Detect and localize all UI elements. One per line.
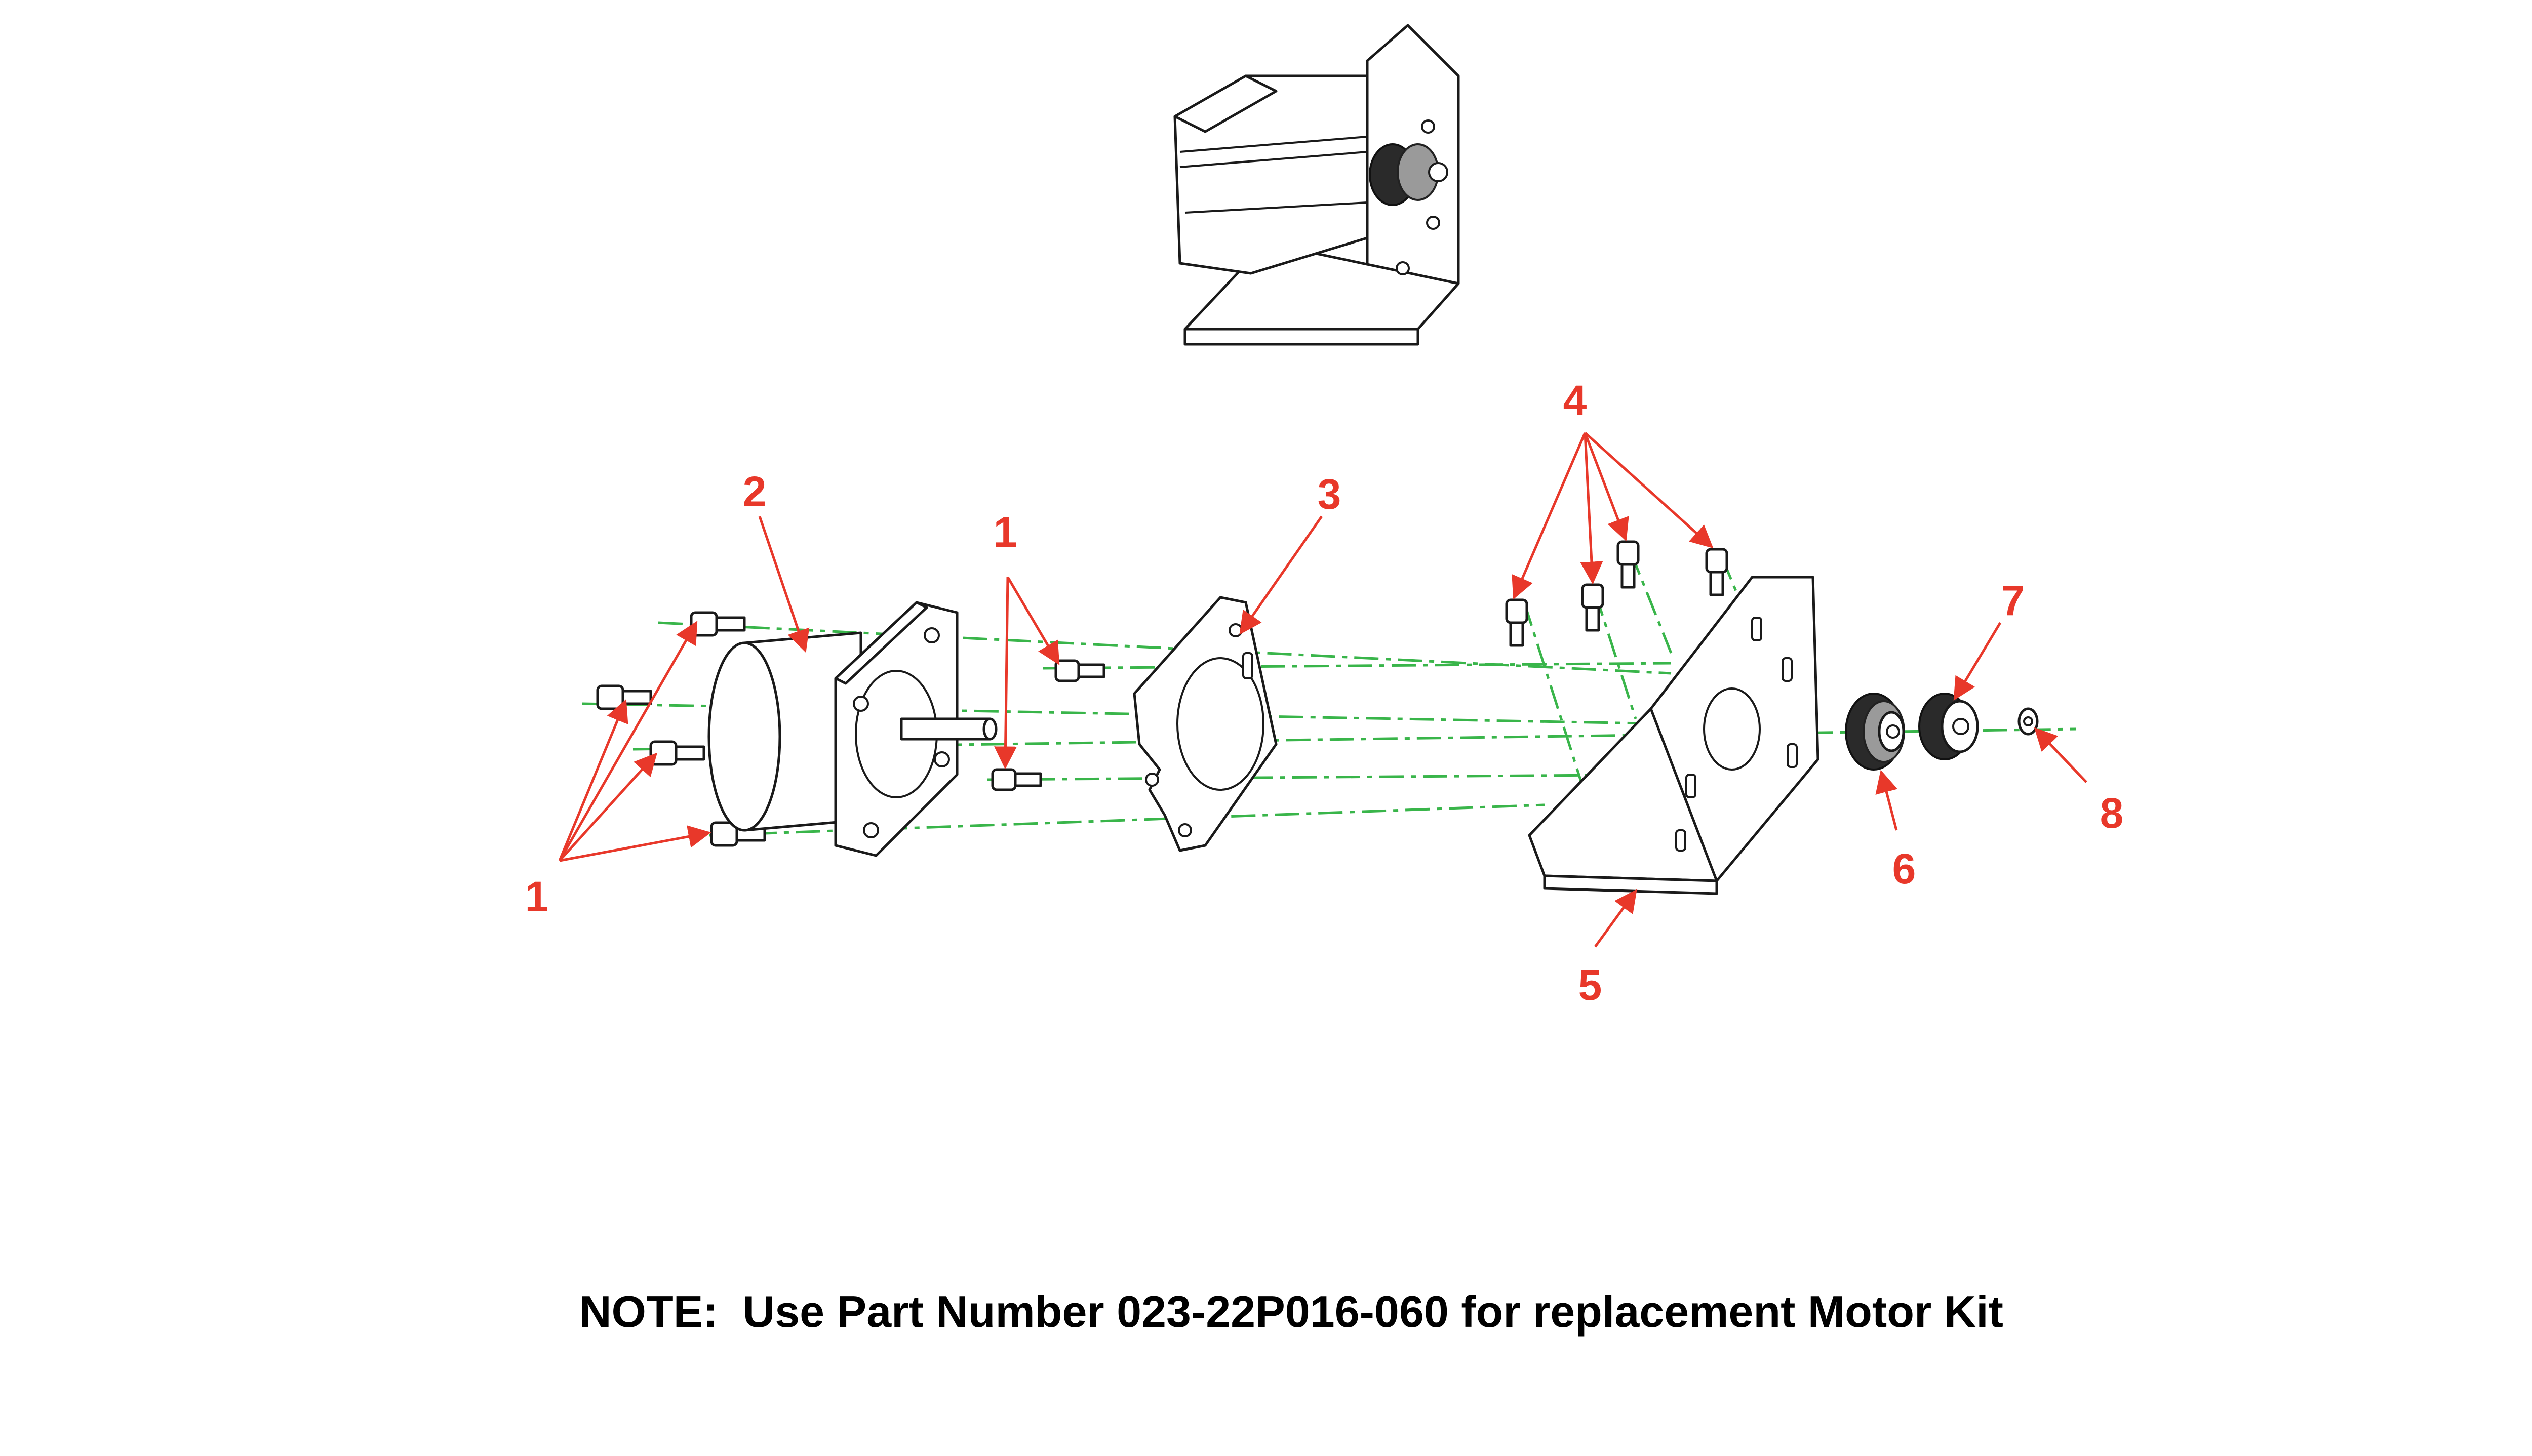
mounting-plate [1133,596,1278,852]
callout-1-middle: 1 [994,508,1017,556]
replacement-kit-note: NOTE: Use Part Number 023-22P016-060 for… [579,1286,2003,1337]
stepper-motor [707,601,998,857]
callout-2: 2 [743,468,767,515]
angle-bracket [1528,576,1819,895]
screws-left-group [596,611,766,847]
screw-icon [1581,583,1604,632]
callout-labels: 1 1 2 3 4 5 6 7 8 [525,377,2124,1009]
pulley-collar [1918,693,1979,760]
screw-icon [1616,540,1640,589]
screw-icon [690,611,746,637]
callout-6: 6 [1892,845,1916,893]
callout-1-left: 1 [525,873,549,920]
screws-middle-group [991,659,1105,791]
screw-icon [1705,548,1728,596]
bracket-screws [1505,540,1728,647]
assembled-motor-view [1173,24,1460,346]
callout-3: 3 [1318,470,1341,518]
callout-5: 5 [1578,961,1602,1009]
callout-8: 8 [2100,789,2124,837]
callout-7: 7 [2001,577,2025,624]
screw-icon [1505,598,1528,647]
screw-icon [991,768,1042,791]
callout-leader-lines [558,432,2087,948]
timing-pulley [1845,693,1905,771]
screw-icon [649,740,705,766]
washer [2017,707,2039,736]
screw-icon [1054,659,1105,682]
callout-4: 4 [1563,377,1587,424]
